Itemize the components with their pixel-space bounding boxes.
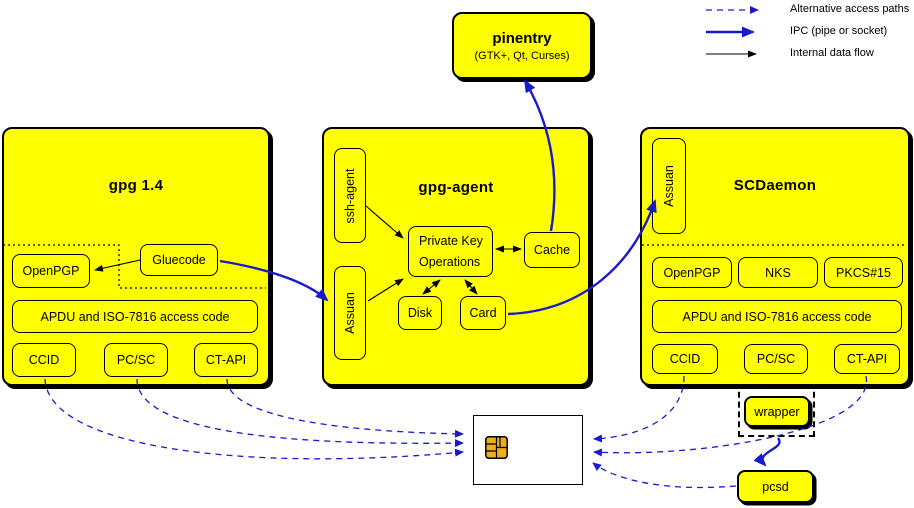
smartcard-chip-icon xyxy=(485,436,508,459)
dashed-gpg14-ccid-to-card xyxy=(44,378,464,460)
gpgagent-sshagent-node: ssh-agent xyxy=(334,148,366,243)
gpgagent-private-key-operations-node: Private Key Operations xyxy=(408,226,493,277)
gpg14-ccid-node: CCID xyxy=(12,343,76,377)
scdaemon-pcsc-node: PC/SC xyxy=(744,344,808,374)
smartcard-icon xyxy=(473,415,583,485)
dashed-gpg14-ctapi-to-card xyxy=(226,378,464,438)
gpgagent-title: gpg-agent xyxy=(418,179,494,196)
arrow-wrapper-to-pcsd xyxy=(753,437,781,467)
scdaemon-openpgp-node: OpenPGP xyxy=(652,257,732,288)
gpgagent-disk-node: Disk xyxy=(398,296,442,330)
scdaemon-nks-node: NKS xyxy=(738,257,818,288)
scdaemon-ctapi-node: CT-API xyxy=(834,344,900,374)
dashed-gpg14-pcsc-to-card xyxy=(136,378,464,448)
gpgagent-cache-node: Cache xyxy=(524,232,580,268)
scdaemon-title: SCDaemon xyxy=(733,177,817,194)
gpg14-ctapi-node: CT-API xyxy=(194,343,258,377)
dashed-scdaemon-ctapi-to-card xyxy=(593,375,867,457)
pcsd-node: pcsd xyxy=(737,470,814,503)
gpg14-title: gpg 1.4 xyxy=(108,177,164,194)
gpg14-gluecode-node: Gluecode xyxy=(140,244,218,276)
gpg14-openpgp-node: OpenPGP xyxy=(12,254,90,288)
pinentry-subtitle: (GTK+, Qt, Curses) xyxy=(474,49,570,62)
gpg14-pcsc-node: PC/SC xyxy=(104,343,168,377)
legend-label-internal-data-flow: Internal data flow xyxy=(790,47,874,59)
legend-label-ipc: IPC (pipe or socket) xyxy=(790,25,888,37)
scdaemon-ccid-node: CCID xyxy=(652,344,718,374)
pinentry-node: pinentry (GTK+, Qt, Curses) xyxy=(452,12,592,79)
gpg14-apdu-node: APDU and ISO-7816 access code xyxy=(12,300,258,333)
pinentry-title: pinentry xyxy=(492,29,552,47)
scdaemon-apdu-node: APDU and ISO-7816 access code xyxy=(652,300,902,333)
gpgagent-card-node: Card xyxy=(460,296,506,330)
gpgagent-assuan-node: Assuan xyxy=(334,266,366,360)
legend-label-alternative-access: Alternative access paths xyxy=(790,3,910,15)
scdaemon-pkcs15-node: PKCS#15 xyxy=(824,257,903,288)
scdaemon-assuan-node: Assuan xyxy=(652,138,686,234)
wrapper-node: wrapper xyxy=(744,396,810,427)
dashed-pcsd-to-card xyxy=(592,462,737,489)
